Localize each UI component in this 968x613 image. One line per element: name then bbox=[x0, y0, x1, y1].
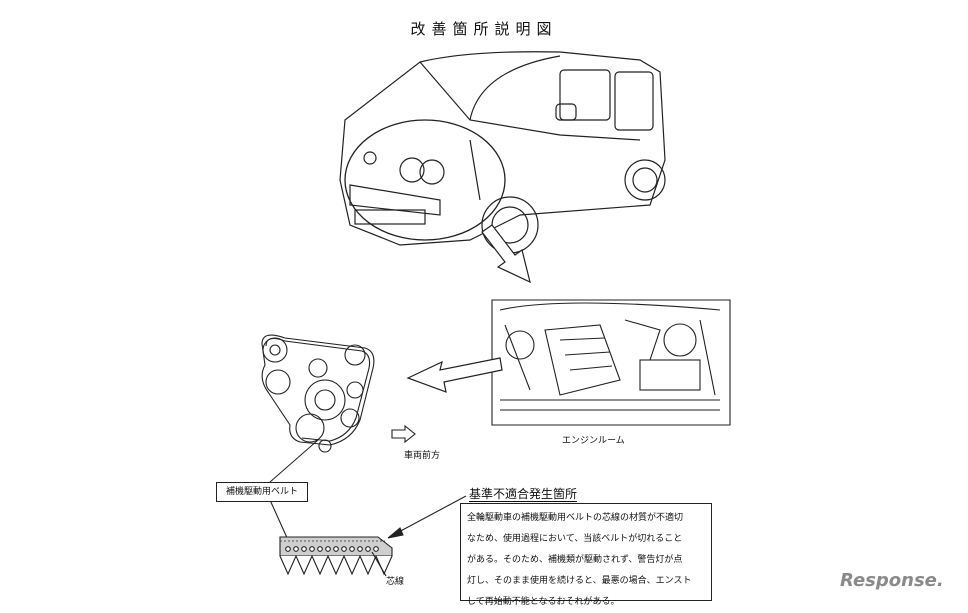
belt-cross-section bbox=[269, 499, 393, 577]
highlight-ellipse bbox=[344, 119, 506, 241]
issue-line: なため、使用過程において、当該ベルトが切れること bbox=[467, 534, 683, 544]
belt-leader-line bbox=[269, 439, 319, 483]
issue-arrow-icon bbox=[387, 495, 467, 539]
issue-line: して再始動不能となるおそれがある。 bbox=[467, 597, 620, 607]
core-wire-label: 芯線 bbox=[386, 577, 405, 587]
issue-line: がある。そのため、補機類が駆動されず、警告灯が点 bbox=[467, 555, 683, 565]
issue-line: 全輪駆動車の補機駆動用ベルトの芯線の材質が不適切 bbox=[467, 513, 684, 523]
arrow-to-engine-icon bbox=[481, 224, 531, 284]
belt-label: 補機駆動用ベルト bbox=[216, 482, 308, 502]
car-illustration bbox=[339, 51, 666, 254]
engine-room-label: エンジンルーム bbox=[562, 436, 625, 446]
vehicle-forward-label: 車両前方 bbox=[404, 451, 441, 461]
belt-layout-diagram bbox=[261, 334, 375, 453]
issue-heading: 基準不適合発生箇所 bbox=[469, 487, 578, 501]
vehicle-forward-arrow-icon bbox=[391, 424, 416, 444]
arrow-to-belt-icon bbox=[406, 357, 503, 393]
issue-line: 灯し、そのまま使用を続けると、最悪の場合、エンスト bbox=[467, 576, 692, 586]
response-logo: Response. bbox=[840, 570, 944, 591]
issue-description-box: 全輪駆動車の補機駆動用ベルトの芯線の材質が不適切 なため、使用過程において、当該… bbox=[460, 503, 712, 607]
engine-room-illustration bbox=[491, 299, 731, 426]
page-title: 改善箇所説明図 bbox=[410, 20, 558, 38]
